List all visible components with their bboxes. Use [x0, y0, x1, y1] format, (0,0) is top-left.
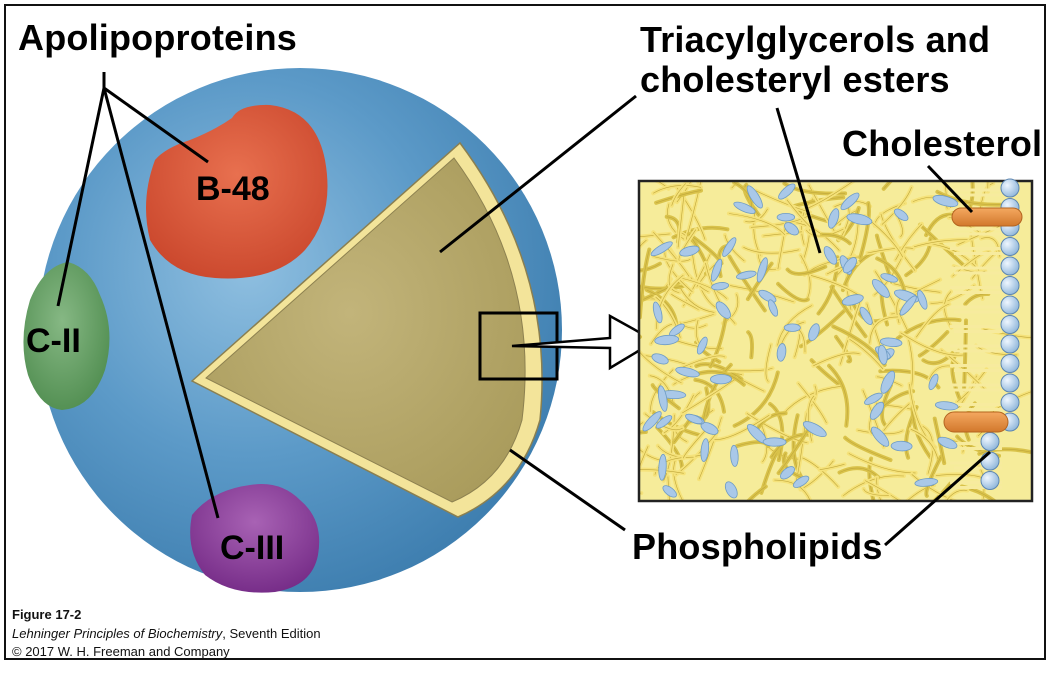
label-c2: C-II: [26, 322, 81, 360]
apolipoprotein-leaders: [56, 72, 220, 519]
label-c3: C-III: [220, 529, 285, 567]
tag-leader: [439, 94, 637, 254]
label-tag-line2: cholesteryl esters: [640, 59, 950, 100]
phospholipid-leader-sphere: [509, 448, 626, 532]
caption-copyright: © 2017 W. H. Freeman and Company: [12, 644, 230, 659]
lipid-core: [205, 157, 526, 503]
magnified-detail: [637, 179, 1034, 503]
phospholipid-leader-box: [884, 450, 991, 547]
apo-c3-blob: [190, 484, 320, 593]
caption-book-edition: , Seventh Edition: [222, 626, 321, 641]
label-b48: B-48: [196, 170, 270, 208]
apo-b48-blob: [146, 104, 328, 279]
label-apolipoproteins: Apolipoproteins: [18, 17, 297, 58]
caption-figure-number: Figure 17-2: [12, 607, 82, 622]
caption-book-title: Lehninger Principles of Biochemistry: [12, 626, 223, 641]
label-cholesterol: Cholesterol: [842, 123, 1043, 164]
cholesterol-molecules: [943, 207, 1023, 433]
cholesteryl-ester-ovals: [642, 183, 959, 499]
figure-frame: [4, 4, 1046, 660]
cholesterol-leader: [926, 164, 974, 214]
tag-box-leader: [775, 107, 822, 254]
label-phospholipids: Phospholipids: [632, 526, 883, 567]
label-tag-line1: Triacylglycerols and: [640, 19, 991, 60]
caption-book: Lehninger Principles of Biochemistry, Se…: [12, 627, 321, 640]
apo-c2-blob: [23, 262, 110, 410]
